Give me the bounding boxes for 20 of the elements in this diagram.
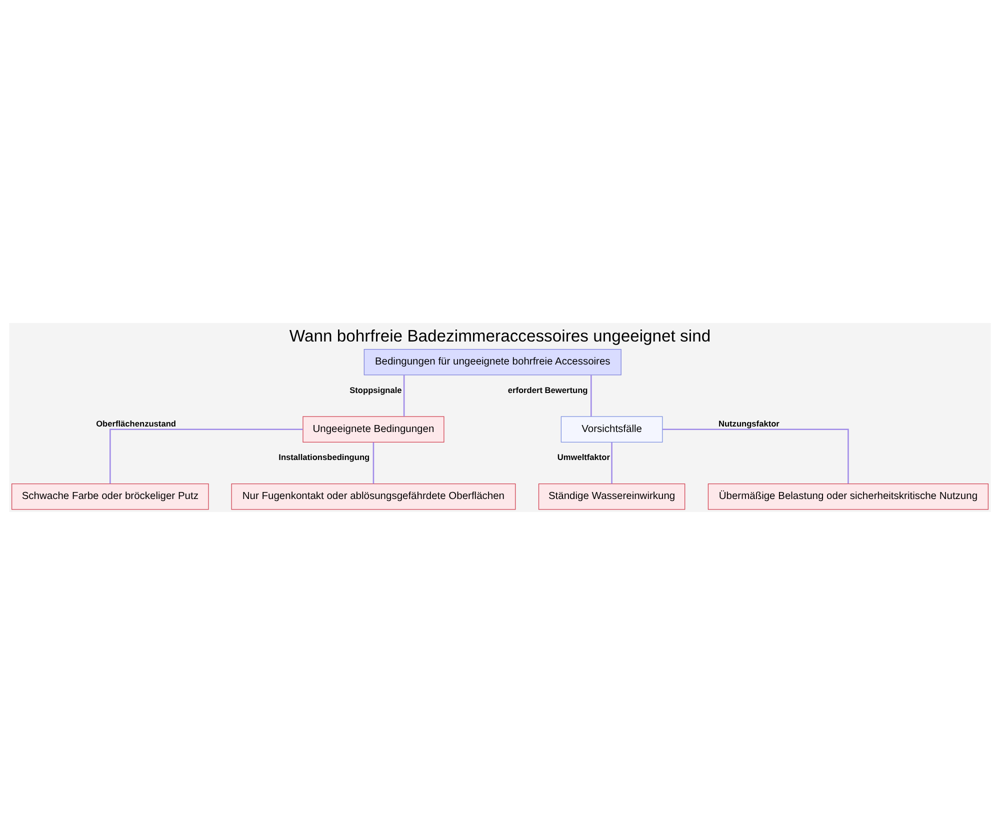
- edge-label: Stoppsignale: [350, 384, 402, 395]
- edge-label: Umweltfaktor: [557, 452, 610, 462]
- edge-label: erfordert Bewertung: [508, 384, 588, 395]
- connector: [372, 442, 374, 484]
- edge-label: Nutzungsfaktor: [718, 418, 780, 428]
- node-box: Bedingungen für ungeeignete bohrfreie Accessoires: [364, 348, 622, 376]
- connector: [403, 375, 405, 416]
- node-box: Schwache Farbe oder bröckeliger Putz: [11, 484, 209, 510]
- connector: [662, 428, 849, 484]
- node-box: Ständige Wassereinwirkung: [538, 484, 686, 510]
- node-box: Übermäßige Belastung oder sicherheitskritische Nutzung: [708, 484, 989, 510]
- connector: [110, 428, 303, 484]
- node-box: Vorsichtsfälle: [560, 416, 663, 442]
- connector: [611, 442, 612, 484]
- diagram-title: Wann bohrfreie Badezimmeraccessoires ungeeignet sind: [289, 326, 711, 346]
- node-box: Ungeeignete Bedingungen: [302, 416, 444, 442]
- connector: [590, 375, 592, 416]
- edge-label: Installationsbedingung: [278, 452, 370, 462]
- edge-label: Oberflächenzustand: [96, 418, 176, 428]
- node-box: Nur Fugenkontakt oder ablösungsgefährdete Oberflächen: [231, 484, 516, 510]
